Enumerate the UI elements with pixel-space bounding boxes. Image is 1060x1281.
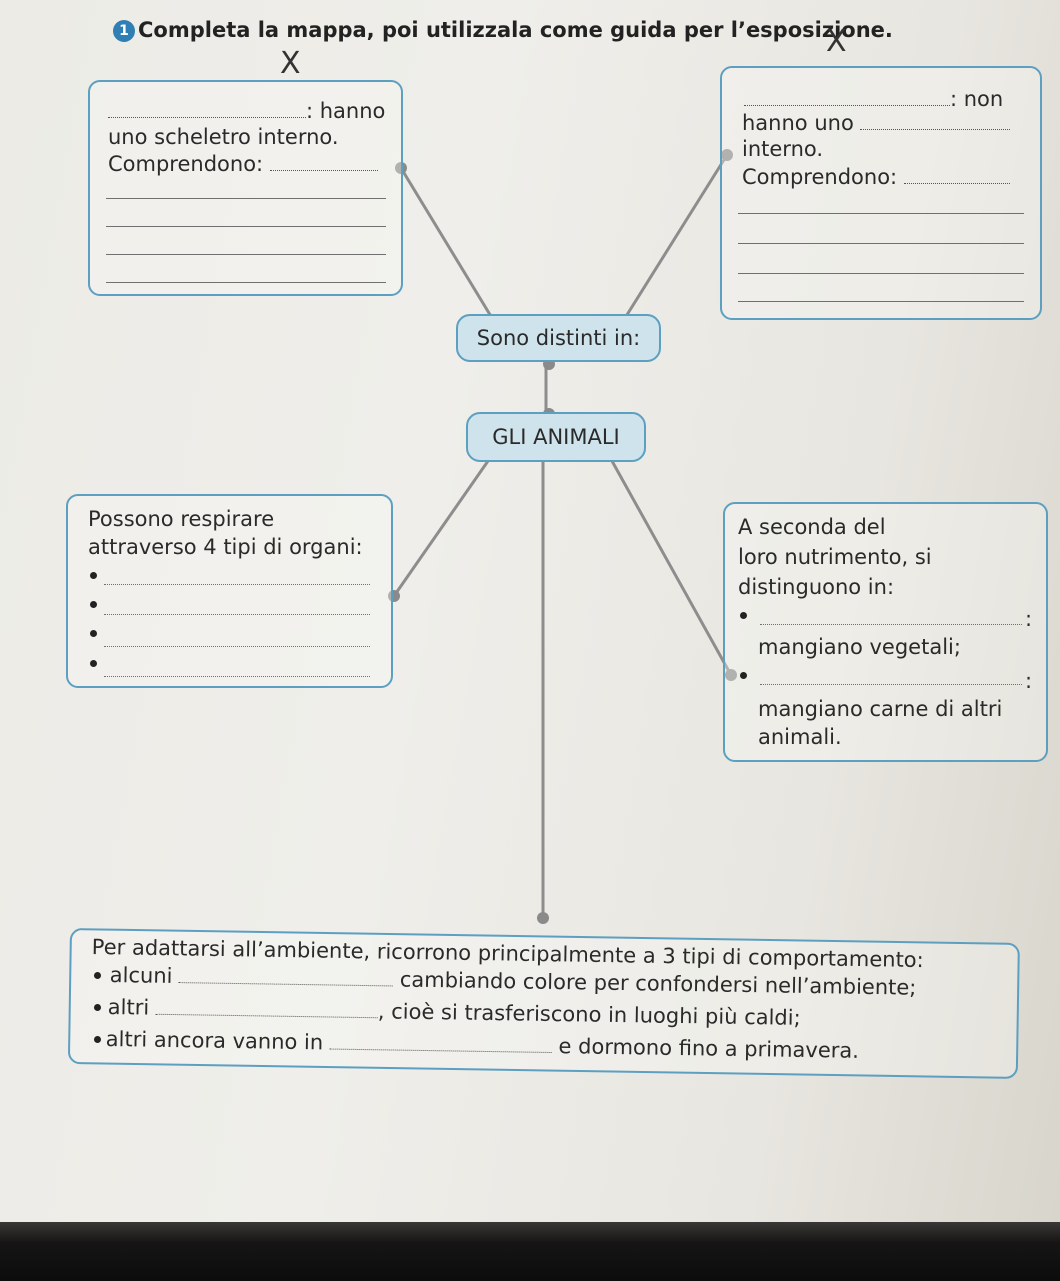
behaviour-item1-start: alcuni [109, 962, 173, 988]
diet-item2-text-line2: animali. [758, 725, 842, 749]
respiration-organ-blank-2[interactable] [104, 614, 370, 615]
diet-line2: loro nutrimento, si [738, 545, 932, 569]
behaviour-mimetismo-blank[interactable] [179, 981, 394, 987]
invertebrati-blank-line-4[interactable] [738, 301, 1024, 302]
invertebrati-line2: hanno uno [742, 110, 1011, 136]
sono-distinti-label: Sono distinti in: [456, 314, 661, 362]
invertebrati-line3: interno. [742, 137, 824, 161]
diet-item1-colon: : [1025, 607, 1033, 631]
invertebrati-blank-line-1[interactable] [738, 213, 1024, 214]
vertebrati-blank-line-4[interactable] [106, 282, 386, 283]
vertebrati-line3: Comprendono: [108, 151, 378, 177]
diet-item2-colon: : [1025, 669, 1033, 693]
handwritten-x-mark-right: X [826, 24, 847, 59]
diet-line1: A seconda del [738, 515, 886, 539]
invertebrati-comprendono-blank-inline[interactable] [903, 182, 1010, 184]
invertebrati-comprendono-label: Comprendono: [742, 165, 898, 189]
exercise-title: Completa la mappa, poi utilizzala come g… [138, 18, 893, 42]
vertebrati-blank-line-1[interactable] [106, 198, 386, 199]
behaviour-letargo-blank[interactable] [329, 1047, 552, 1054]
vertebrati-line2: uno scheletro interno. [108, 125, 339, 149]
invertebrati-line4: Comprendono: [742, 164, 1010, 190]
invertebrati-skeleton-blank[interactable] [860, 128, 1011, 130]
vertebrati-blank-line-3[interactable] [106, 254, 386, 255]
diet-box [723, 502, 1048, 762]
bullet-dot [740, 612, 747, 619]
respiration-line1: Possono respirare [88, 507, 275, 531]
bullet-dot [740, 672, 747, 679]
vertebrati-box [88, 80, 403, 296]
invertebrati-line2-text: hanno uno [742, 111, 854, 135]
behaviour-item3-start: altri ancora vanno in [105, 1026, 324, 1055]
bullet-dot [90, 601, 97, 608]
respiration-organ-blank-3[interactable] [104, 646, 370, 647]
diet-herbivori-blank[interactable] [760, 624, 1022, 625]
vertebrati-line1: : hanno [108, 98, 385, 124]
vertebrati-comprendono-label: Comprendono: [108, 152, 264, 176]
bullet-dot [90, 572, 97, 579]
vertebrati-name-blank[interactable] [108, 116, 306, 118]
diet-item2-text-line1: mangiano carne di altri [758, 697, 1003, 721]
behaviour-migrazione-blank[interactable] [155, 1012, 378, 1019]
vertebrati-blank-line-2[interactable] [106, 226, 386, 227]
exercise-number-badge: 1 [113, 20, 135, 42]
bullet-dot [90, 660, 97, 667]
bullet-dot [94, 1036, 101, 1043]
bullet-dot [90, 630, 97, 637]
handwritten-x-mark-left: X [280, 46, 301, 81]
worksheet-page [0, 0, 1060, 1225]
central-node-gli-animali: GLI ANIMALI [466, 412, 646, 462]
behaviour-item2-start: altri [107, 994, 150, 1020]
respiration-organ-blank-4[interactable] [104, 676, 370, 677]
bullet-dot [94, 972, 101, 979]
invertebrati-box [720, 66, 1042, 320]
bullet-dot [94, 1004, 101, 1011]
invertebrati-blank-line-2[interactable] [738, 243, 1024, 244]
invertebrati-blank-line-3[interactable] [738, 273, 1024, 274]
invertebrati-line1-text: : non [950, 87, 1004, 111]
invertebrati-name-blank[interactable] [744, 104, 950, 106]
respiration-organ-blank-1[interactable] [104, 584, 370, 585]
table-surface [0, 1222, 1060, 1281]
diet-line3: distinguono in: [738, 575, 895, 599]
behaviour-item3-end: e dormono fino a primavera. [558, 1034, 860, 1063]
respiration-line2: attraverso 4 tipi di organi: [88, 535, 363, 559]
diet-item1-text: mangiano vegetali; [758, 635, 961, 659]
respiration-box [66, 494, 393, 688]
vertebrati-comprendono-blank-inline[interactable] [269, 169, 378, 171]
vertebrati-line1-text: : hanno [306, 99, 386, 123]
exercise-number: 1 [119, 23, 129, 39]
diet-carnivori-blank[interactable] [760, 684, 1022, 685]
invertebrati-line1: : non [744, 86, 1003, 112]
